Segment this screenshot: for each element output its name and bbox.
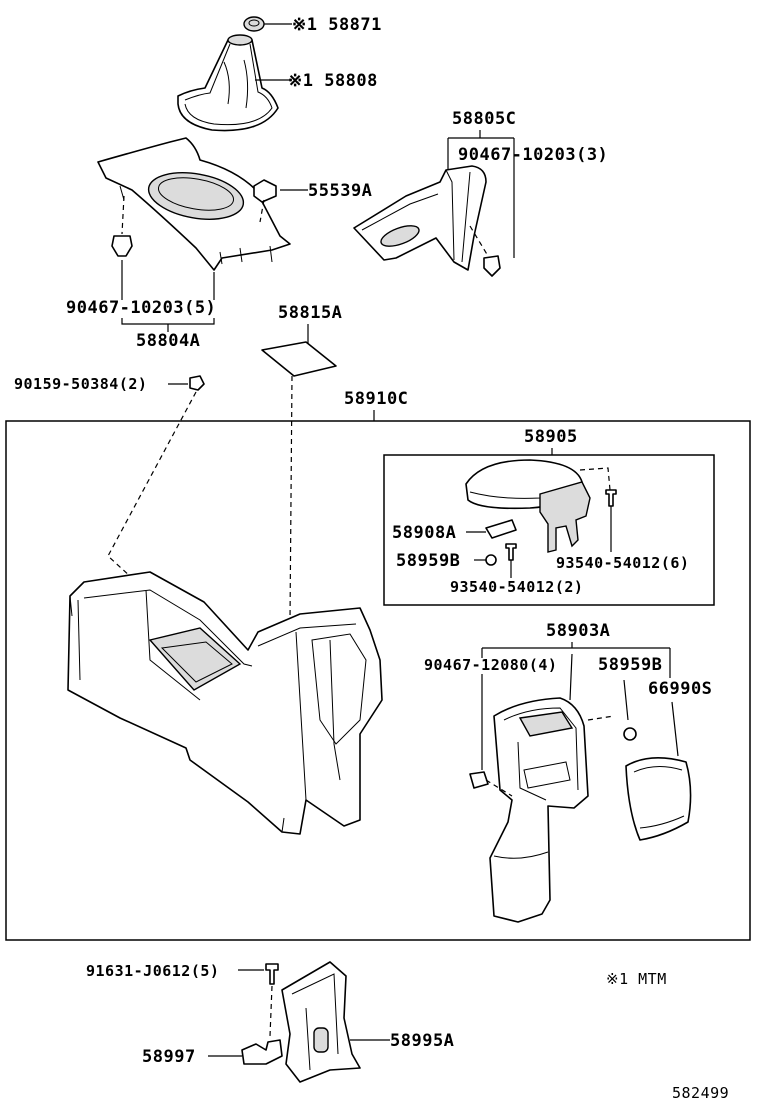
dash-58805c-clip xyxy=(469,225,489,257)
label-58903a: 58903A xyxy=(546,621,610,641)
note-mtm: ※1 MTM xyxy=(606,970,667,988)
dash-90159 xyxy=(107,391,197,579)
assembly-frame-58910c xyxy=(5,420,751,941)
label-58871: ※1 58871 xyxy=(292,15,382,35)
label-58995a: 58995A xyxy=(390,1031,454,1051)
dash-clip-left xyxy=(121,195,125,235)
label-93540-54012-6: 93540-54012(6) xyxy=(556,554,689,572)
clip-90467-12080 xyxy=(469,771,489,789)
screw-90159-50384 xyxy=(189,375,205,391)
cover-66990s xyxy=(625,757,692,841)
shift-bezel-58804a xyxy=(97,137,291,271)
label-58815a: 58815A xyxy=(278,303,342,323)
bolt-91631-j0612 xyxy=(265,963,279,985)
label-58805c: 58805C xyxy=(452,109,516,129)
dash-58905-screw xyxy=(579,467,611,491)
label-58908a: 58908A xyxy=(392,523,456,543)
bracket-58903a xyxy=(481,642,671,678)
bracket-58995a xyxy=(281,961,361,1083)
latch-58908a xyxy=(485,519,517,539)
label-58997: 58997 xyxy=(142,1047,196,1067)
label-58804a: 58804A xyxy=(136,331,200,351)
label-58910c: 58910C xyxy=(344,389,408,409)
clip-55539a xyxy=(253,179,277,203)
bracket-58805c xyxy=(447,130,515,258)
diagram-id: 582499 xyxy=(672,1084,729,1102)
leader-90467-10203-5 xyxy=(121,260,215,300)
shift-boot-58808 xyxy=(177,34,279,132)
label-58959b-lower: 58959B xyxy=(598,655,662,675)
bracket-58804a xyxy=(121,318,215,332)
label-90467-10203-5: 90467-10203(5) xyxy=(66,298,216,318)
label-91631-j0612: 91631-J0612(5) xyxy=(86,962,219,980)
label-58905: 58905 xyxy=(524,427,578,447)
dash-91631 xyxy=(269,985,273,1037)
clip-58805c xyxy=(483,255,501,277)
label-58808: ※1 58808 xyxy=(288,71,378,91)
label-90159-50384: 90159-50384(2) xyxy=(14,375,147,393)
label-58959b-upper: 58959B xyxy=(396,551,460,571)
sub-frame-58905 xyxy=(383,454,715,606)
dash-55539a xyxy=(259,199,265,223)
shift-knob-ring-58871 xyxy=(243,16,265,32)
rear-console-58903a xyxy=(489,697,589,923)
clip-58959b-upper xyxy=(485,554,497,566)
pad-58815a xyxy=(261,341,337,377)
label-93540-54012-2: 93540-54012(2) xyxy=(450,578,583,596)
console-box xyxy=(67,571,383,835)
label-66990s: 66990S xyxy=(648,679,712,699)
label-90467-12080: 90467-12080(4) xyxy=(424,656,557,674)
screw-93540-54012-2 xyxy=(505,543,517,561)
side-panel-58805c xyxy=(353,165,487,271)
dash-58815a xyxy=(289,375,293,621)
clip-90467-10203-left xyxy=(111,235,133,257)
bracket-58997 xyxy=(241,1039,283,1065)
screw-93540-54012-6 xyxy=(605,489,617,507)
leaders-58903a-parts xyxy=(481,653,679,770)
dash-58959b-lower xyxy=(587,715,615,721)
armrest-lid-58905 xyxy=(465,459,591,553)
label-55539a: 55539A xyxy=(308,181,372,201)
clip-58959b-lower xyxy=(623,727,637,741)
label-90467-10203-3: 90467-10203(3) xyxy=(458,145,608,165)
